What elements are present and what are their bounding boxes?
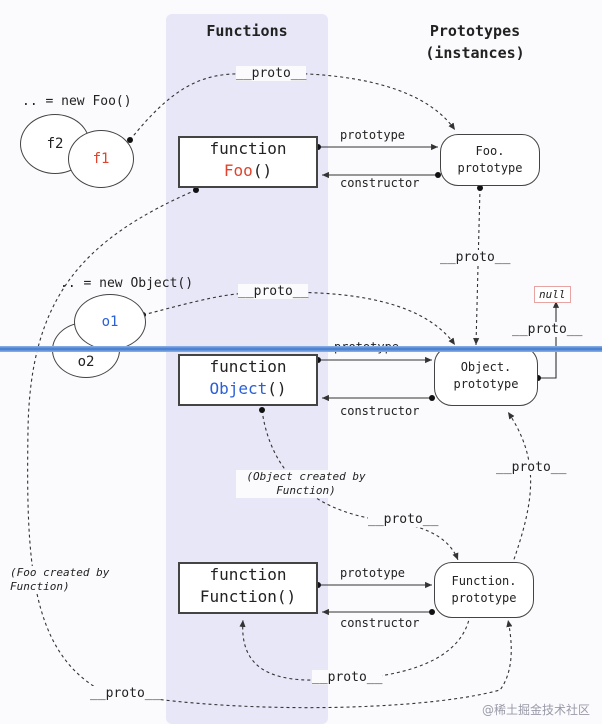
object-function-keyword: function [209,357,287,376]
proto-label-function-loop: __proto__ [312,670,383,685]
foo-function-name: Foo [223,161,253,180]
object-function-paren: () [267,379,287,398]
prototypes-header: Prototypes [429,22,521,40]
constructor-label-object: constructor [340,404,420,418]
foo-created-note: (Foo created by Function) [10,566,110,594]
object-prototype-line2: prototype [453,377,519,391]
functions-header: Functions [206,22,288,40]
function-prototype-box: Function. prototype [434,562,534,618]
constructor-label-function: constructor [340,616,420,630]
prototype-label-foo: prototype [340,128,406,142]
proto-label-foo-loop: __proto__ [90,686,161,701]
function-function-box: function Function() [178,562,318,614]
constructor-label-foo: constructor [340,176,420,190]
foo-prototype-box: Foo. prototype [440,134,540,186]
new-object-label: .. = new Object() [60,276,194,291]
object-created-note: (Object created by Function) [236,470,376,498]
foo-function-keyword: function [209,139,287,158]
foo-prototype-line2: prototype [457,161,523,175]
o1-label: o1 [101,314,119,330]
function-function-name: Function() [199,587,297,606]
watermark: @稀土掘金技术社区 [481,703,590,717]
f1-instance: f1 [68,130,134,188]
foo-prototype-line1: Foo. [475,144,505,158]
proto-label-f1: __proto__ [236,66,307,81]
proto-label-object-function: __proto__ [368,512,439,527]
foo-function-box: function Foo() [178,136,318,188]
prototypes-subheader: (instances) [425,44,525,62]
f1-label: f1 [92,151,110,167]
null-box: null [534,286,571,303]
o1-instance: o1 [74,294,146,350]
object-prototype-line1: Object. [460,360,512,374]
prototype-label-function: prototype [340,566,406,580]
foo-function-paren: () [252,161,273,180]
function-prototype-line1: Function. [451,574,517,588]
object-function-box: function Object() [178,354,318,406]
proto-label-foo-prototype: __proto__ [440,250,511,265]
f2-label: f2 [46,136,64,152]
object-function-name: Object [209,379,268,398]
function-prototype-line2: prototype [451,591,517,605]
proto-label-o1: __proto__ [238,284,309,299]
new-foo-label: .. = new Foo() [22,94,132,109]
function-function-keyword: function [209,565,287,584]
proto-label-function-prototype: __proto__ [496,460,567,475]
o2-label: o2 [77,354,95,370]
proto-label-object-prototype: __proto__ [512,322,583,337]
screen-separator [0,346,602,352]
object-prototype-box: Object. prototype [434,346,538,406]
